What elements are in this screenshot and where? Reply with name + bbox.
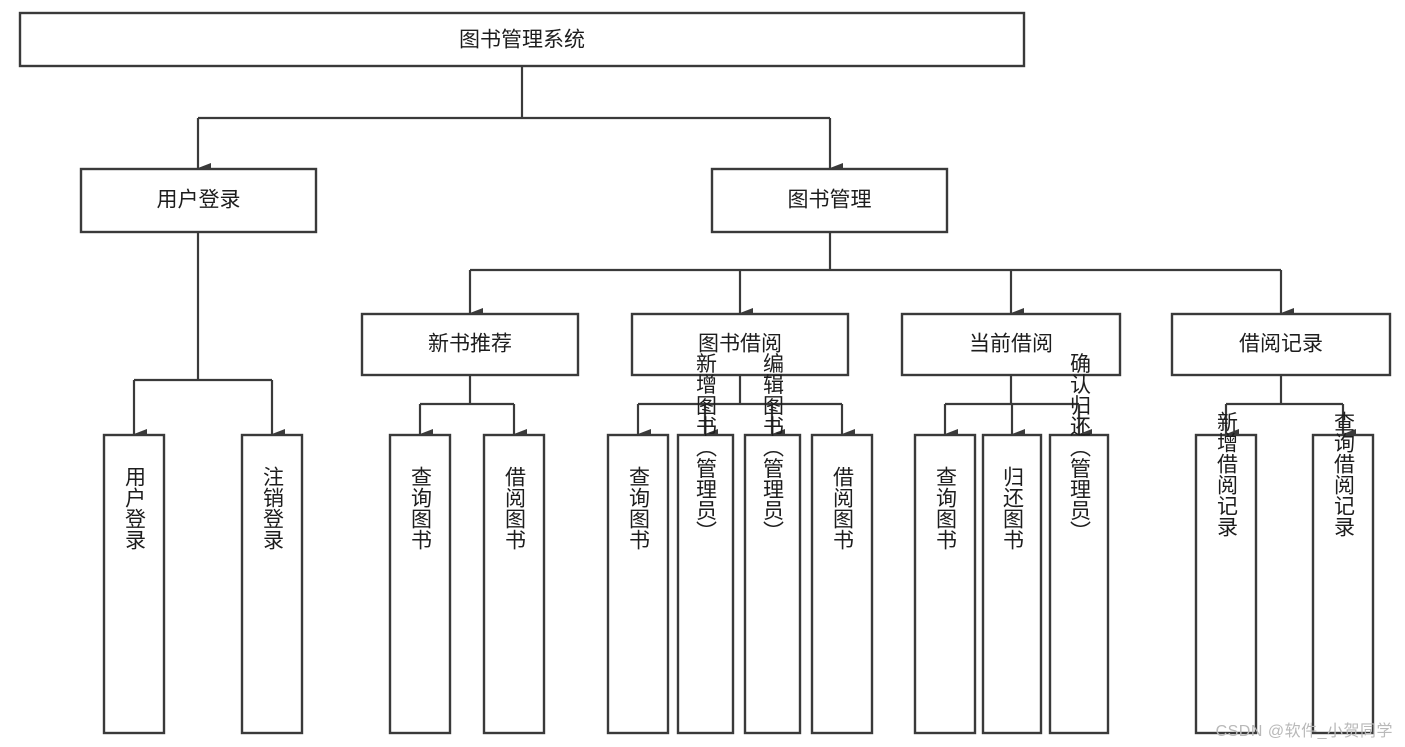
node-leaf-query-book-1[interactable]: 查询图书 [388,433,452,735]
node-leaf-return-book-label: 归还图书 [1001,466,1025,550]
connector-group-book-borrow [636,375,855,439]
node-current-borrow[interactable]: 当前借阅 [900,312,1122,377]
node-user-login-box[interactable] [79,167,318,234]
node-borrow-record-label: 借阅记录 [1239,333,1323,356]
node-leaf-query-book-1-box[interactable] [388,433,452,735]
node-leaf-query-book-2-label: 查询图书 [627,466,651,550]
csdn-watermark: CSDN @软件_小贺同学 [1215,723,1393,740]
node-leaf-borrow-book-1-label: 借阅图书 [503,466,527,550]
node-leaf-edit-book[interactable]: 编辑图书（管理员） [743,353,802,735]
connector-group-borrow-record [1224,375,1356,439]
node-borrow-record-box[interactable] [1170,312,1392,377]
node-leaf-logout-box[interactable] [240,433,304,735]
node-leaf-return-book-box[interactable] [981,433,1043,735]
node-leaf-borrow-book-2[interactable]: 借阅图书 [810,433,874,735]
node-borrow-record[interactable]: 借阅记录 [1170,312,1392,377]
node-leaf-borrow-book-1[interactable]: 借阅图书 [482,433,546,735]
node-leaf-confirm-return-label: 确认归还（管理员） [1068,353,1092,542]
node-leaf-query-record[interactable]: 查询借阅记录 [1311,411,1375,735]
node-current-borrow-label: 当前借阅 [969,333,1053,356]
node-leaf-edit-book-label: 编辑图书（管理员） [761,353,785,542]
node-new-book-rec-label: 新书推荐 [428,333,512,356]
node-new-book-rec[interactable]: 新书推荐 [360,312,580,377]
node-user-login[interactable]: 用户登录 [79,167,318,234]
node-leaf-borrow-book-2-box[interactable] [810,433,874,735]
node-leaf-query-book-3[interactable]: 查询图书 [913,433,977,735]
connector-group-current-borrow [943,375,1092,439]
node-leaf-query-book-2[interactable]: 查询图书 [606,433,670,735]
node-leaf-borrow-book-1-box[interactable] [482,433,546,735]
connector-group-root [196,66,843,173]
connector-group-new-book-rec [418,375,527,439]
node-leaf-query-book-3-box[interactable] [913,433,977,735]
node-leaf-edit-book-box[interactable] [743,433,802,735]
node-leaf-add-record[interactable]: 新增借阅记录 [1194,411,1258,735]
node-leaf-add-book-box[interactable] [676,433,735,735]
node-root[interactable]: 图书管理系统 [18,11,1026,68]
node-leaf-borrow-book-2-label: 借阅图书 [831,466,855,550]
node-book-manage-label: 图书管理 [788,189,872,212]
node-root-label: 图书管理系统 [459,29,585,52]
node-leaf-query-record-box[interactable] [1311,433,1375,735]
connector-group-user-login [132,232,285,439]
node-book-borrow[interactable]: 图书借阅 [630,312,850,377]
node-book-borrow-label: 图书借阅 [698,333,782,356]
node-book-manage-box[interactable] [710,167,949,234]
node-leaf-user-login-box[interactable] [102,433,166,735]
node-leaf-logout[interactable]: 注销登录 [240,433,304,735]
node-leaf-logout-label: 注销登录 [261,466,285,550]
node-root-box[interactable] [18,11,1026,68]
node-leaf-add-book[interactable]: 新增图书（管理员） [676,353,735,735]
node-leaf-confirm-return-box[interactable] [1048,433,1110,735]
node-leaf-add-record-label: 新增借阅记录 [1215,411,1239,537]
node-leaf-add-record-box[interactable] [1194,433,1258,735]
connector-group-book-manage [468,232,1294,318]
node-leaf-query-book-3-label: 查询图书 [934,466,958,550]
node-leaf-query-record-label: 查询借阅记录 [1332,411,1356,537]
node-book-borrow-box[interactable] [630,312,850,377]
node-book-manage[interactable]: 图书管理 [710,167,949,234]
node-leaf-user-login-label: 用户登录 [123,466,147,550]
node-current-borrow-box[interactable] [900,312,1122,377]
node-new-book-rec-box[interactable] [360,312,580,377]
node-leaf-query-book-1-label: 查询图书 [409,466,433,550]
node-user-login-label: 用户登录 [157,189,241,212]
node-leaf-confirm-return[interactable]: 确认归还（管理员） [1048,353,1110,735]
node-leaf-user-login[interactable]: 用户登录 [102,433,166,735]
node-leaf-add-book-label: 新增图书（管理员） [694,353,718,542]
node-leaf-return-book[interactable]: 归还图书 [981,433,1043,735]
node-leaf-query-book-2-box[interactable] [606,433,670,735]
